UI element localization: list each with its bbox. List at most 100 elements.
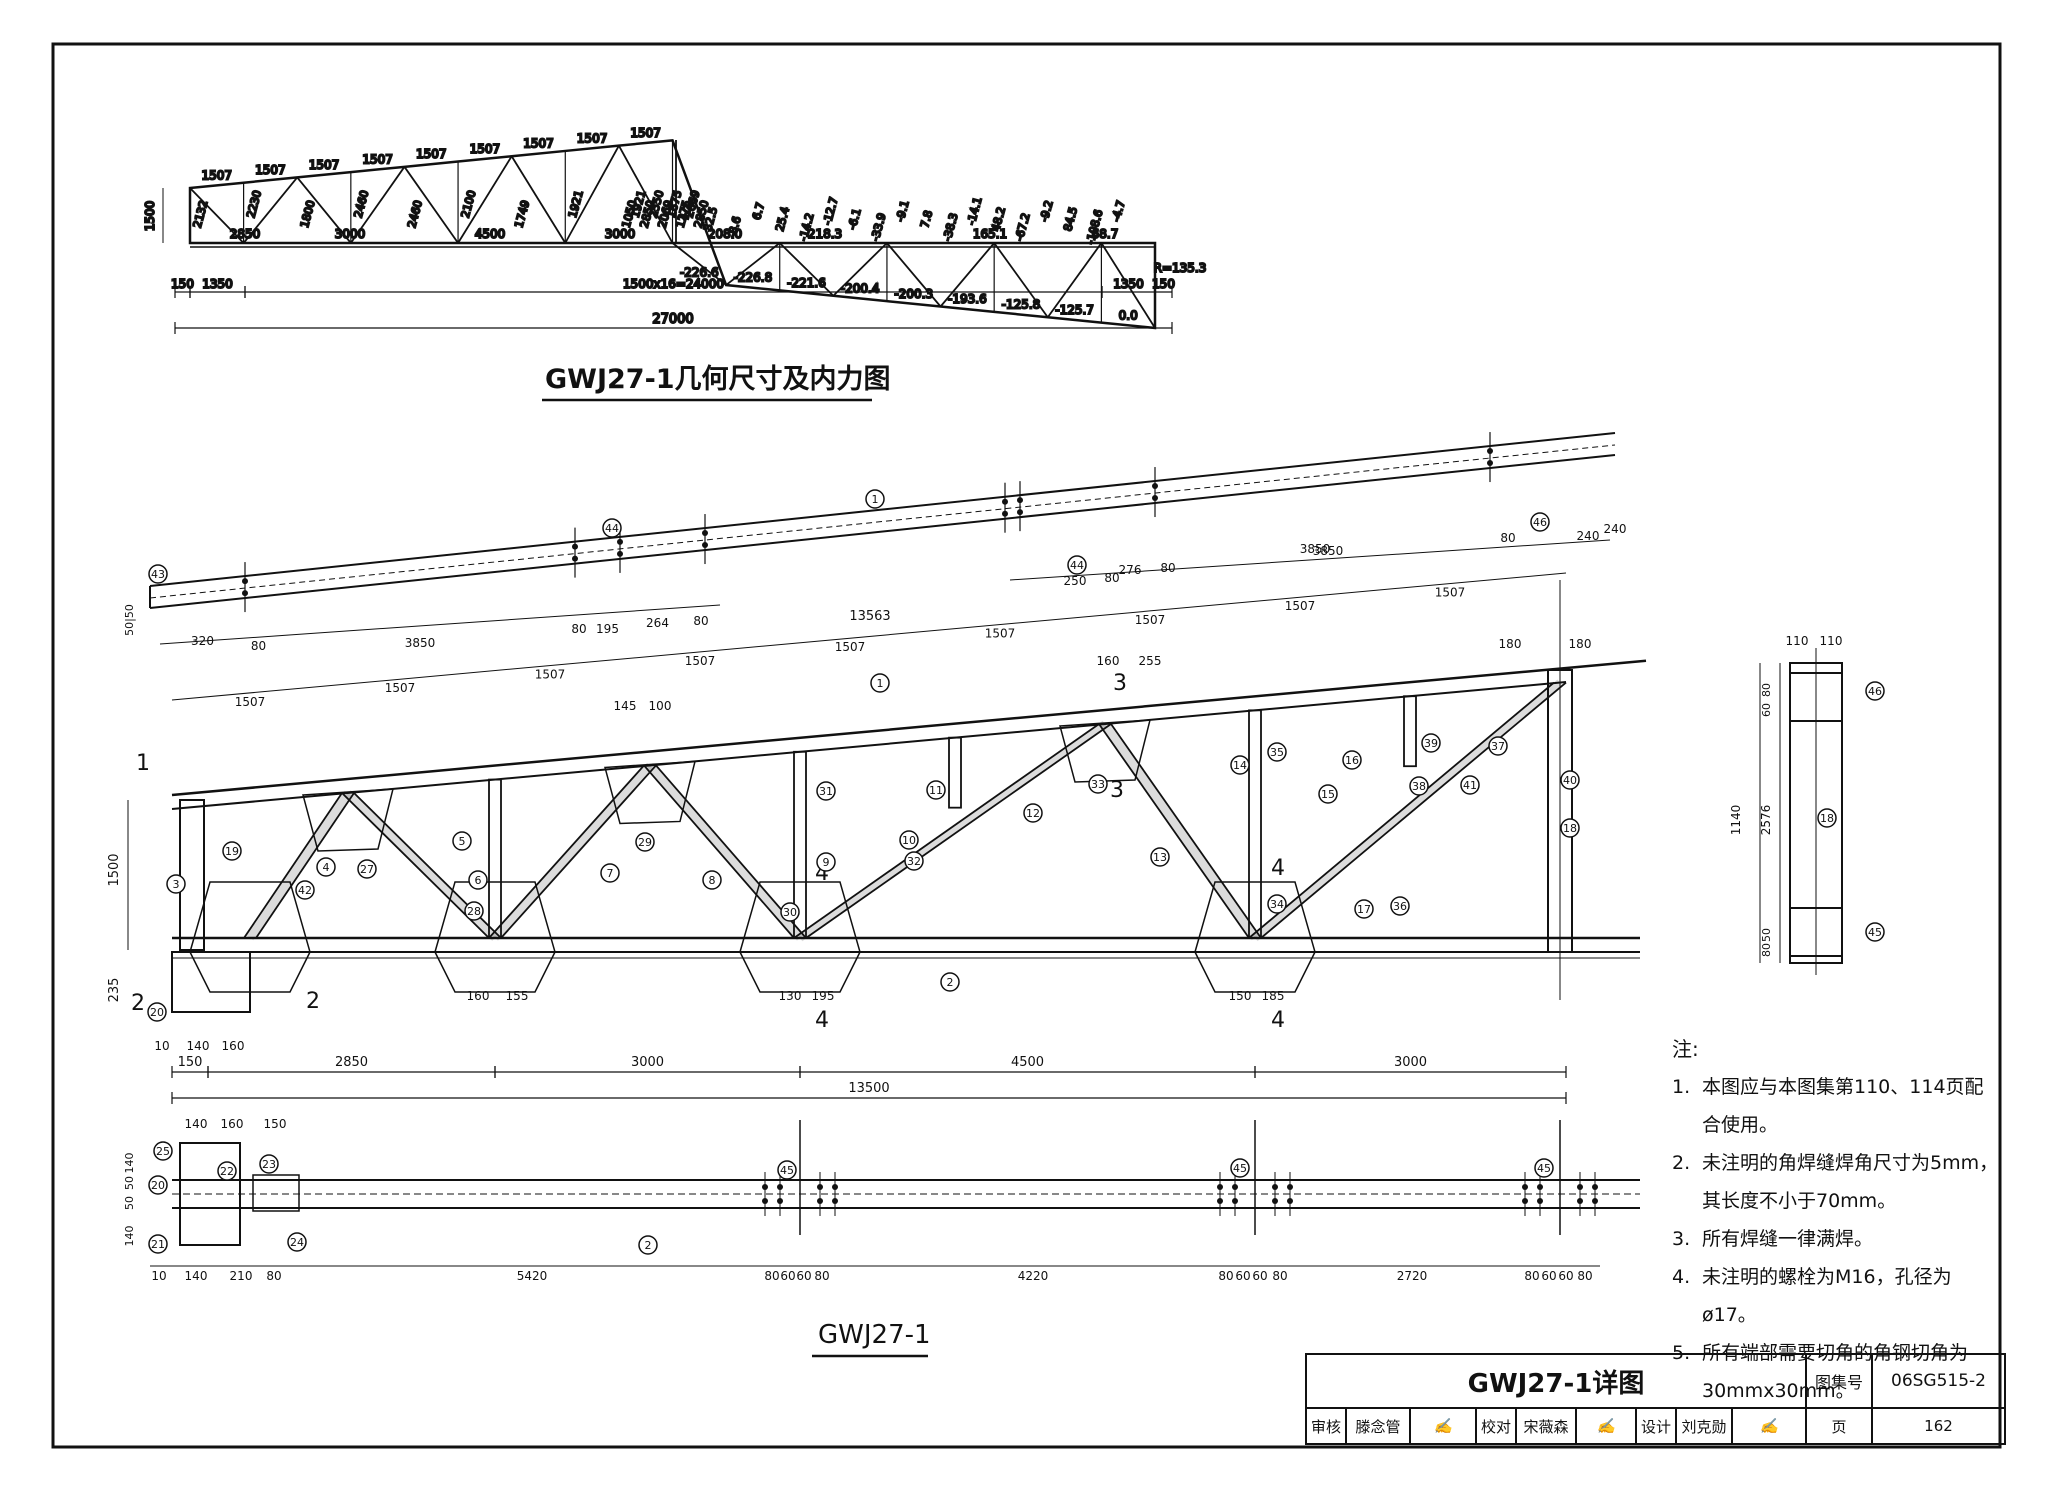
part-number: 27 [360,863,374,876]
web-diagonal [242,176,298,244]
web-force: -67.2 [1013,212,1033,243]
section-mark: 4 [1271,856,1285,881]
support-plate [171,951,251,1013]
part-marker-circle [147,1002,167,1022]
part-number: 45 [1537,1162,1551,1175]
bolt-hole [572,543,578,550]
part-number: 36 [1393,900,1407,913]
panel-dimension: 1507 [385,681,416,695]
side-dimension: 1140 [1729,805,1743,836]
web-diagonal [671,242,727,286]
plan-dimension: 80 [814,1269,829,1283]
bolt-hole [832,1184,838,1190]
section-mark: 4 [1271,1008,1285,1033]
web-length: 1921 [566,189,586,219]
part-number: 17 [1357,903,1371,916]
part-number: 35 [1270,746,1284,759]
bottom-chord-length: 4500 [475,227,506,241]
part-number: 23 [262,1158,276,1171]
truss-outline [188,139,1157,330]
part-number: 10 [902,834,916,847]
web-member-edge [1260,681,1567,939]
part-number: 31 [819,785,833,798]
part-marker-circle [1067,555,1087,575]
top-chord-dimension: 80 [571,622,586,636]
part-marker-circle [148,1175,168,1195]
part-number-44: 44 [605,522,619,535]
notes-heading: 注: [1672,1037,1699,1061]
gusset-plate [1194,881,1316,993]
vertical-member [793,750,807,939]
plan-vertical-dimension: 140 [123,1153,136,1174]
web-diagonal [457,155,513,244]
web-member-edge [243,792,343,939]
part-number: 40 [1563,774,1577,787]
side-dimension: 50 [1760,928,1773,942]
vertical-member [488,778,502,939]
top-chord-length: 1507 [577,131,608,145]
web-diagonal [564,145,620,244]
top-chord-dimension: 80 [693,614,708,628]
notes-panel: 注: 1.本图应与本图集第110、114页配合使用。 2.未注明的角焊缝焊角尺寸… [1672,1030,2002,1410]
top-chord-dim-line [1009,539,1611,581]
part-marker-circle [780,902,800,922]
part-marker-circle [1390,896,1410,916]
part-marker-circle [1421,733,1441,753]
web-diagonal [993,242,1049,318]
section-mark: 2 [306,989,320,1014]
part-number: 45 [1233,1162,1247,1175]
top-chord-length: 1507 [630,126,661,140]
part-number: 33 [1091,778,1105,791]
part-marker-circle [287,1232,307,1252]
top-chord-edge [149,432,1616,587]
title-block: GWJ27-1详图 图集号 06SG515-2 审核 滕念管 ✍ 校对 宋薇森 … [1305,1353,2006,1445]
part-marker-circle [1230,755,1250,775]
bolt-hole [702,530,708,537]
bolt-hole [1232,1198,1238,1204]
part-number: 1 [877,677,884,690]
web-diagonal [189,187,245,244]
top-chord-edge [149,454,1616,609]
top-chord-length: 1507 [309,158,340,172]
overall-top-dimension: 13563 [849,609,890,624]
part-number: 30 [783,906,797,919]
gusset-plate [302,788,394,852]
web-diagonal [832,242,888,297]
vertical-member [1248,709,1262,939]
total-dimension: 13500 [848,1081,889,1096]
gusset-dimension: 180 [1569,637,1592,651]
top-chord-dimension: 276 [1119,563,1142,577]
part-number: 19 [225,845,239,858]
panel-dimension: 1507 [235,695,266,709]
top-chord-dimension: 195 [596,622,619,636]
panel-dimension: 1507 [685,654,716,668]
gusset-dimension: 100 [649,699,672,713]
web-diagonal [1047,242,1103,318]
bolt-hole [617,550,623,557]
plan-dimension: 5420 [517,1269,548,1283]
note-text: 所有焊缝一律满焊。 [1702,1228,1874,1250]
bottom-chord-length: 3000 [335,227,366,241]
part-number: 24 [290,1236,304,1249]
part-marker-circle [602,518,622,538]
web-force: -4.7 [1110,199,1128,223]
web-member-edge [500,764,657,939]
web-diagonal [779,242,834,297]
part-number: 39 [1424,737,1438,750]
plan-dimension: 140 [185,1117,208,1131]
web-diagonal [296,176,352,244]
top-chord-dimension: 240 [1577,529,1600,543]
top-connection [1789,672,1843,722]
plan-vertical-dimension: 50 [123,1196,136,1210]
web-force: -38.3 [941,212,961,243]
note-item: 2.未注明的角焊缝焊角尺寸为5mm，其长度不小于70mm。 [1672,1144,2002,1220]
web-force: -33.9 [869,212,889,243]
top-chord-force: -226.8 [734,271,773,285]
part-number: 11 [929,784,943,797]
part-marker-circle [1865,681,1885,701]
stiffener-member [1403,695,1417,768]
bolt-hole [1002,498,1008,505]
bolt-hole [1577,1198,1583,1204]
span-dimension: 150 [171,277,194,291]
part-number-44: 44 [1070,559,1084,572]
